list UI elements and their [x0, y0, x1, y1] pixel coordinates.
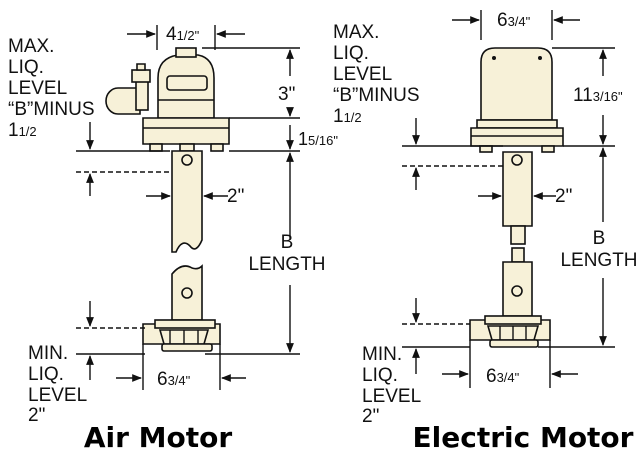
air-min-line-1: MIN. [28, 343, 68, 364]
air-top-width-label: 41/2" [166, 24, 200, 45]
air-labels: MAX. LIQ. LEVEL “B”MINUS 11/2 41/2" 3" 1… [8, 24, 338, 454]
electric-max-line-1: MAX. [333, 22, 379, 43]
air-dimensions [76, 25, 300, 390]
air-height-b-label: 15/16" [298, 129, 338, 149]
electric-max-line-2: LIQ. [333, 43, 369, 64]
air-b-label: B [281, 232, 294, 253]
electric-b-label: B [593, 228, 606, 249]
electric-min-line-1: MIN. [362, 344, 402, 365]
electric-min-line-3: LEVEL [362, 386, 421, 407]
air-height-a-label: 3" [278, 84, 295, 105]
electric-max-line-4: “B”MINUS [333, 85, 420, 106]
electric-min-line-4: 2" [362, 406, 379, 427]
electric-motor-caption: Electric Motor [413, 421, 634, 454]
electric-labels: MAX. LIQ. LEVEL “B”MINUS 11/2 63/4" 113/… [333, 10, 636, 454]
air-shaft-label: 2" [227, 186, 244, 207]
air-max-line-3: LEVEL [8, 78, 67, 99]
electric-min-line-2: LIQ. [362, 365, 398, 386]
electric-max-line-3: LEVEL [333, 64, 392, 85]
air-length-label: LENGTH [248, 254, 325, 275]
air-bottom-width-label: 63/4" [157, 369, 191, 390]
electric-max-line-5: 11/2 [333, 106, 362, 127]
electric-bottom-width-label: 63/4" [486, 366, 520, 387]
air-min-line-4: 2" [28, 405, 45, 426]
electric-motor-drawing [469, 47, 564, 348]
air-motor-caption: Air Motor [84, 421, 233, 454]
electric-length-label: LENGTH [560, 250, 636, 271]
air-min-line-3: LEVEL [28, 385, 87, 406]
electric-top-width-label: 63/4" [497, 10, 531, 31]
air-max-line-4: “B”MINUS [8, 99, 95, 120]
electric-shaft-label: 2" [555, 186, 572, 207]
air-max-line-5: 11/2 [8, 120, 37, 141]
air-max-line-1: MAX. [8, 36, 54, 57]
electric-height-a-label: 113/16" [573, 85, 623, 106]
electric-dimensions [402, 10, 615, 388]
air-motor-drawing [105, 47, 230, 352]
air-max-line-2: LIQ. [8, 57, 44, 78]
air-min-line-2: LIQ. [28, 364, 64, 385]
